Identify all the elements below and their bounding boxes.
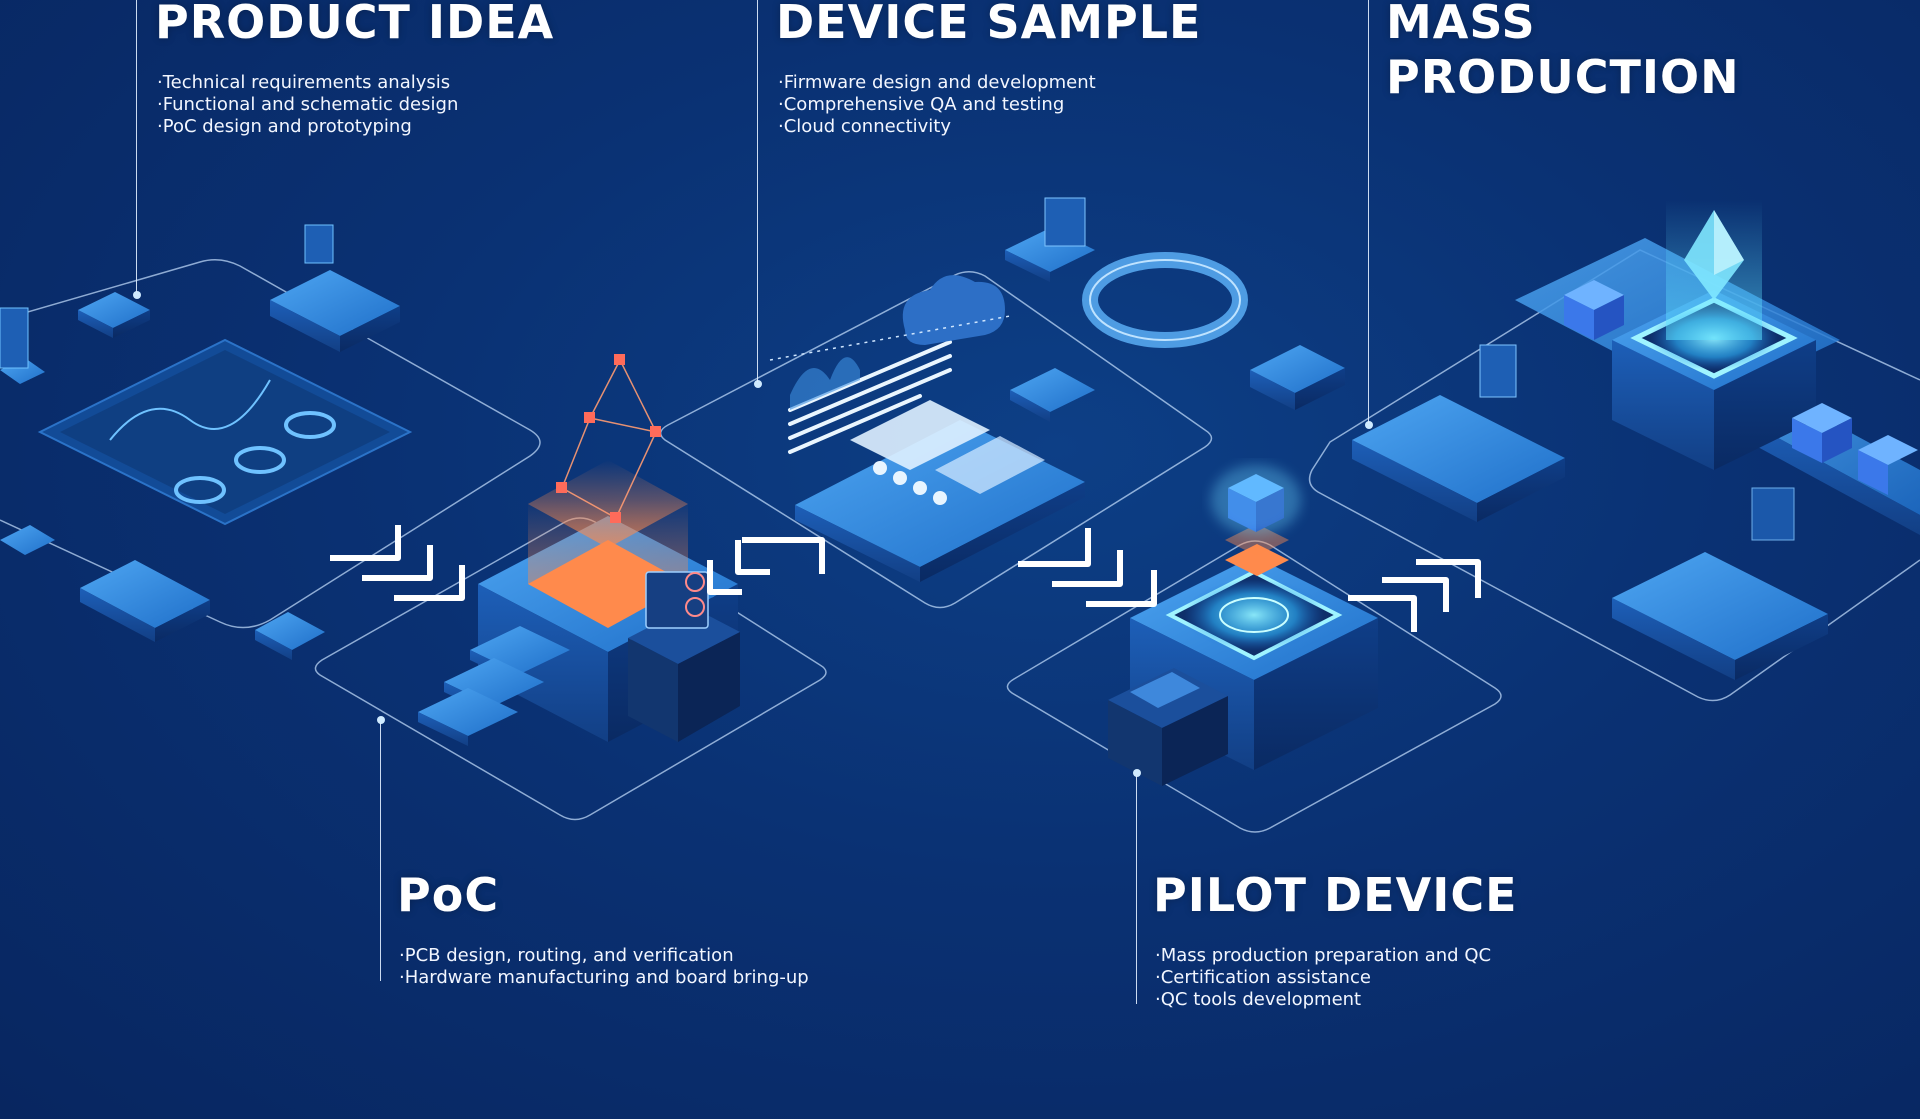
device-sample-illustration [769,197,1345,582]
stage-bullets: Firmware design and development Comprehe… [778,72,1201,138]
connector-line-device-sample [757,0,758,382]
stage-bullet: PCB design, routing, and verification [399,945,809,967]
stage-bullet: Mass production preparation and QC [1155,945,1518,967]
platform-outline-mass-production [1308,249,1920,702]
stage-bullet: PoC design and prototyping [157,116,554,138]
platform-outline-poc [314,517,827,821]
stage-bullets: Technical requirements analysis Function… [157,72,554,138]
stage-bullet: Hardware manufacturing and board bring-u… [399,967,809,989]
arrow-product-idea-to-poc [330,525,465,601]
stage-bullet: Certification assistance [1155,967,1518,989]
stage-title: MASS PRODUCTION [1386,0,1740,105]
platform-outline-product-idea [0,259,541,629]
connector-dot-pilot-device [1133,769,1141,777]
arrow-poc-to-device-sample [707,537,825,595]
connector-dot-poc [377,716,385,724]
stage-bullet: QC tools development [1155,989,1518,1011]
platform-outlines [0,249,1920,833]
stage-pilot-device: PILOT DEVICE Mass production preparation… [1153,868,1518,1011]
stage-bullet: Firmware design and development [778,72,1201,94]
arrow-device-sample-to-pilot-device [1018,528,1157,607]
stage-device-sample: DEVICE SAMPLE Firmware design and develo… [776,0,1201,138]
connector-dot-device-sample [754,380,762,388]
stage-bullet: Comprehensive QA and testing [778,94,1201,116]
platform-outline-device-sample [659,271,1213,609]
stage-title: DEVICE SAMPLE [776,0,1202,49]
pilot-device-illustration [1108,465,1378,786]
stage-bullet: Functional and schematic design [157,94,554,116]
stage-poc: PoC PCB design, routing, and verificatio… [397,868,809,989]
stage-product-idea: PRODUCT IDEA Technical requirements anal… [155,0,554,138]
product-idea-illustration [0,224,413,660]
flow-arrows [330,525,1481,632]
connector-dots [133,291,1373,777]
connector-line-poc [380,723,381,981]
stage-title: PoC [397,868,500,922]
connector-dot-mass-production [1365,421,1373,429]
stage-bullet: Cloud connectivity [778,116,1201,138]
stage-title: PRODUCT IDEA [155,0,555,49]
connector-line-pilot-device [1136,776,1137,1004]
arrow-pilot-device-to-mass-production [1348,559,1481,632]
connector-line-product-idea [136,0,137,292]
stage-title: PILOT DEVICE [1153,868,1518,922]
platform-outline-pilot-device [1006,540,1502,833]
stage-mass-production: MASS PRODUCTION [1386,0,1740,105]
connector-dot-product-idea [133,291,141,299]
mass-production-illustration [1352,200,1920,680]
stage-bullet: Technical requirements analysis [157,72,554,94]
stage-bullets: PCB design, routing, and verification Ha… [399,945,809,989]
stage-bullets: Mass production preparation and QC Certi… [1155,945,1518,1011]
connector-line-mass-production [1368,0,1369,423]
poc-illustration [418,354,740,746]
